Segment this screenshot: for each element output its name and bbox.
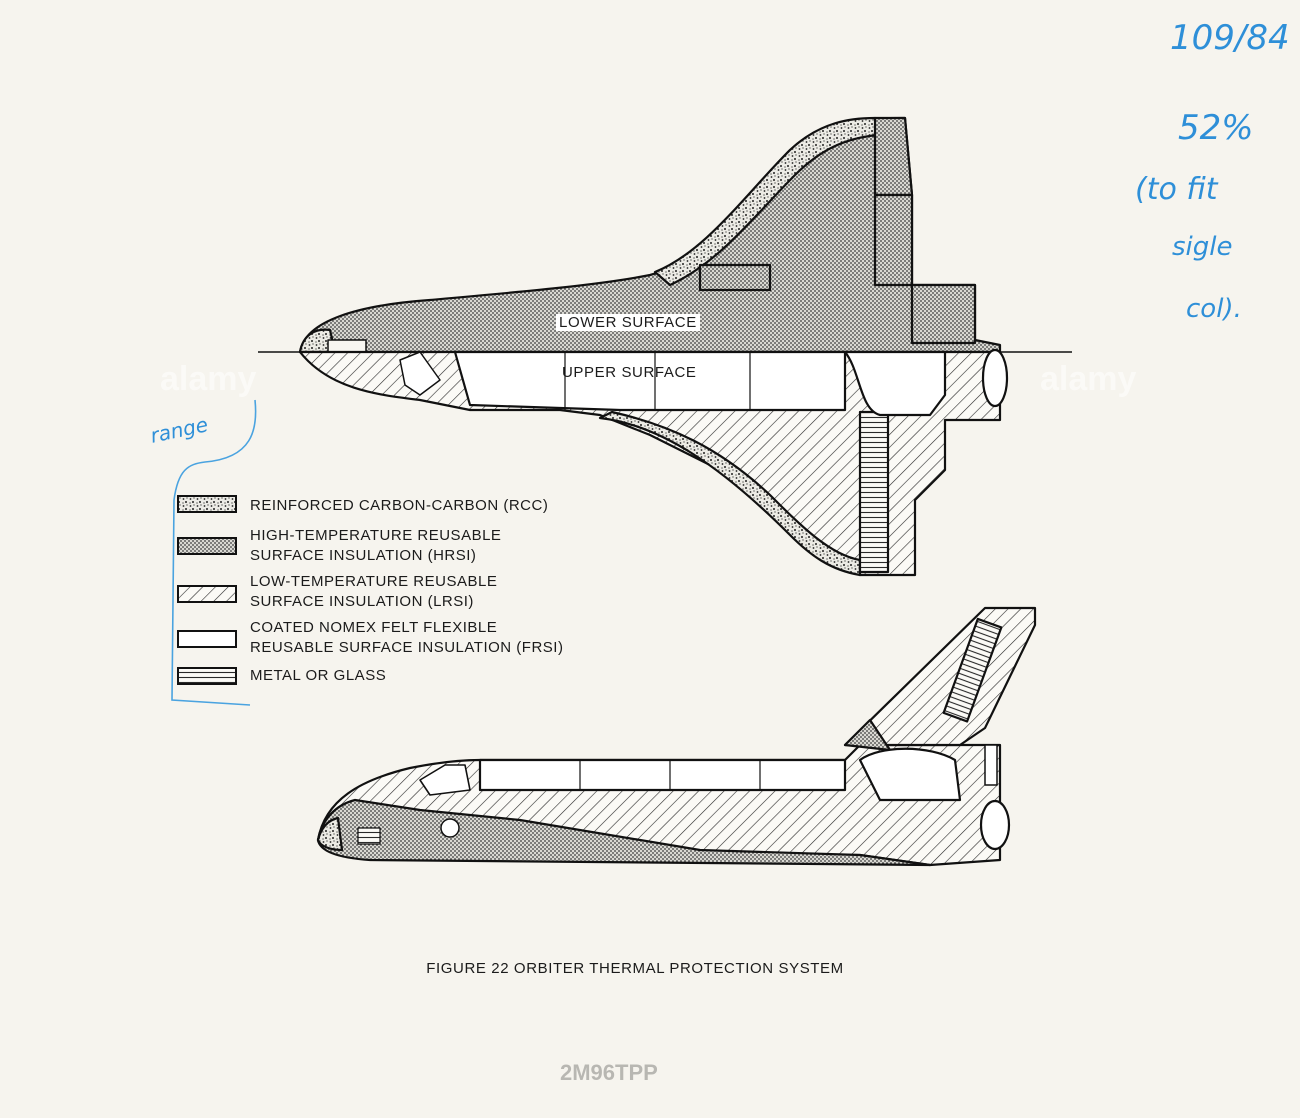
side-view xyxy=(316,606,1037,867)
payload-bay-frsi xyxy=(453,350,847,412)
cockpit-window xyxy=(399,351,441,396)
side-nose-rcc xyxy=(316,816,344,852)
upper-surface-label: UPPER SURFACE xyxy=(562,364,697,381)
range-bracket xyxy=(171,399,257,706)
body-flap-top xyxy=(910,283,977,345)
legend-lrsi-line-2: SURFACE INSULATION (LRSI) xyxy=(250,593,474,610)
rudder-metal xyxy=(942,617,1003,723)
landing-gear-door xyxy=(698,263,772,292)
aft-nozzle-side xyxy=(984,744,998,786)
legend-rcc-line-1: REINFORCED CARBON-CARBON (RCC) xyxy=(250,497,549,514)
nose-door xyxy=(327,339,367,353)
belly-hrsi xyxy=(316,798,932,867)
engine-nozzle xyxy=(981,348,1009,408)
swatch-metal xyxy=(177,667,237,685)
swatch-hrsi xyxy=(177,537,237,555)
watermark-right: alamy xyxy=(1040,360,1137,398)
watermark-id: 2M96TPP xyxy=(560,1060,658,1085)
top-view xyxy=(258,116,1072,577)
legend-hrsi-line-2: SURFACE INSULATION (HRSI) xyxy=(250,547,477,564)
main-engine-side xyxy=(979,799,1011,851)
payload-doors-frsi xyxy=(478,758,847,792)
handwritten-note-2: sigle xyxy=(1172,232,1233,262)
handwritten-scale: 52% xyxy=(1178,108,1254,148)
legend-metal-line-1: METAL OR GLASS xyxy=(250,667,387,684)
oms-pod xyxy=(843,350,947,417)
legend-item-frsi: COATED NOMEX FELT FLEXIBLE REUSABLE SURF… xyxy=(250,618,563,658)
legend-item-metal: METAL OR GLASS xyxy=(250,666,386,686)
swatch-frsi xyxy=(177,630,237,648)
legend-item-lrsi: LOW-TEMPERATURE REUSABLE SURFACE INSULAT… xyxy=(250,572,497,612)
elevon-metal xyxy=(858,410,890,574)
handwritten-ref: 109/84 xyxy=(1170,18,1290,58)
swatch-rcc xyxy=(177,495,237,513)
oms-pod-side xyxy=(858,747,962,802)
cockpit-windows-side xyxy=(419,764,471,796)
tail-root-hrsi xyxy=(843,718,892,752)
elevon-top-inner xyxy=(873,193,914,287)
handwritten-note-3: col). xyxy=(1186,294,1242,324)
legend-lrsi-line-1: LOW-TEMPERATURE REUSABLE xyxy=(250,573,498,590)
legend-item-hrsi: HIGH-TEMPERATURE REUSABLE SURFACE INSULA… xyxy=(250,526,501,566)
figure-caption: FIGURE 22 ORBITER THERMAL PROTECTION SYS… xyxy=(426,960,844,977)
side-hatch xyxy=(440,818,460,838)
handwritten-note-1: (to fit xyxy=(1135,172,1218,207)
legend-frsi-line-2: REUSABLE SURFACE INSULATION (FRSI) xyxy=(250,639,564,656)
legend-hrsi-line-1: HIGH-TEMPERATURE REUSABLE xyxy=(250,527,502,544)
lower-surface-label: LOWER SURFACE xyxy=(556,314,700,331)
watermark: alamy xyxy=(160,360,257,398)
swatch-lrsi xyxy=(177,585,237,603)
rcc-nose-cap xyxy=(298,328,337,354)
side-vent-metal xyxy=(357,827,381,845)
legend-frsi-line-1: COATED NOMEX FELT FLEXIBLE xyxy=(250,619,498,636)
elevon-top-outer xyxy=(873,116,914,197)
legend-swatches xyxy=(177,495,237,685)
legend-item-rcc: REINFORCED CARBON-CARBON (RCC) xyxy=(250,496,548,516)
